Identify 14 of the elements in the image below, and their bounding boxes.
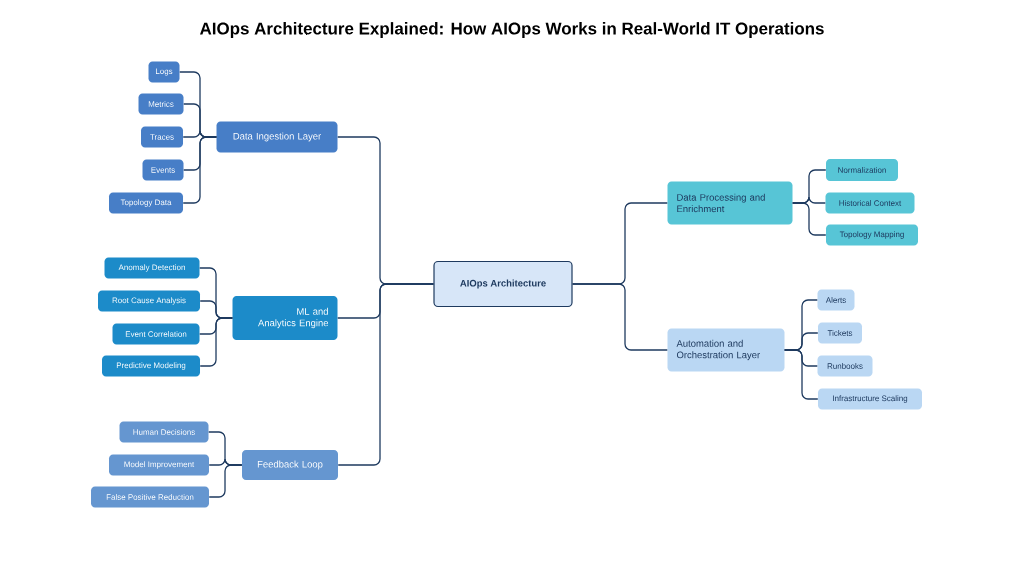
connector — [784, 349, 819, 400]
connector — [182, 136, 217, 204]
connector — [199, 317, 233, 367]
category-box: Automation and Orchestration Layer — [667, 328, 785, 372]
category-box: Feedback Loop — [242, 450, 338, 480]
root-box: AIOps Architecture — [433, 260, 573, 308]
connector — [571, 283, 668, 351]
connector — [208, 464, 243, 498]
connector — [337, 283, 435, 466]
category-box: ML and Analytics Engine — [232, 296, 338, 340]
title: AIOps Architecture Explained: How AIOps Works in Real-World IT Operations — [200, 22, 824, 38]
category-box: Data Ingestion Layer — [216, 121, 338, 153]
connector — [792, 202, 827, 236]
category-box: Data Processing and Enrichment — [667, 181, 793, 225]
